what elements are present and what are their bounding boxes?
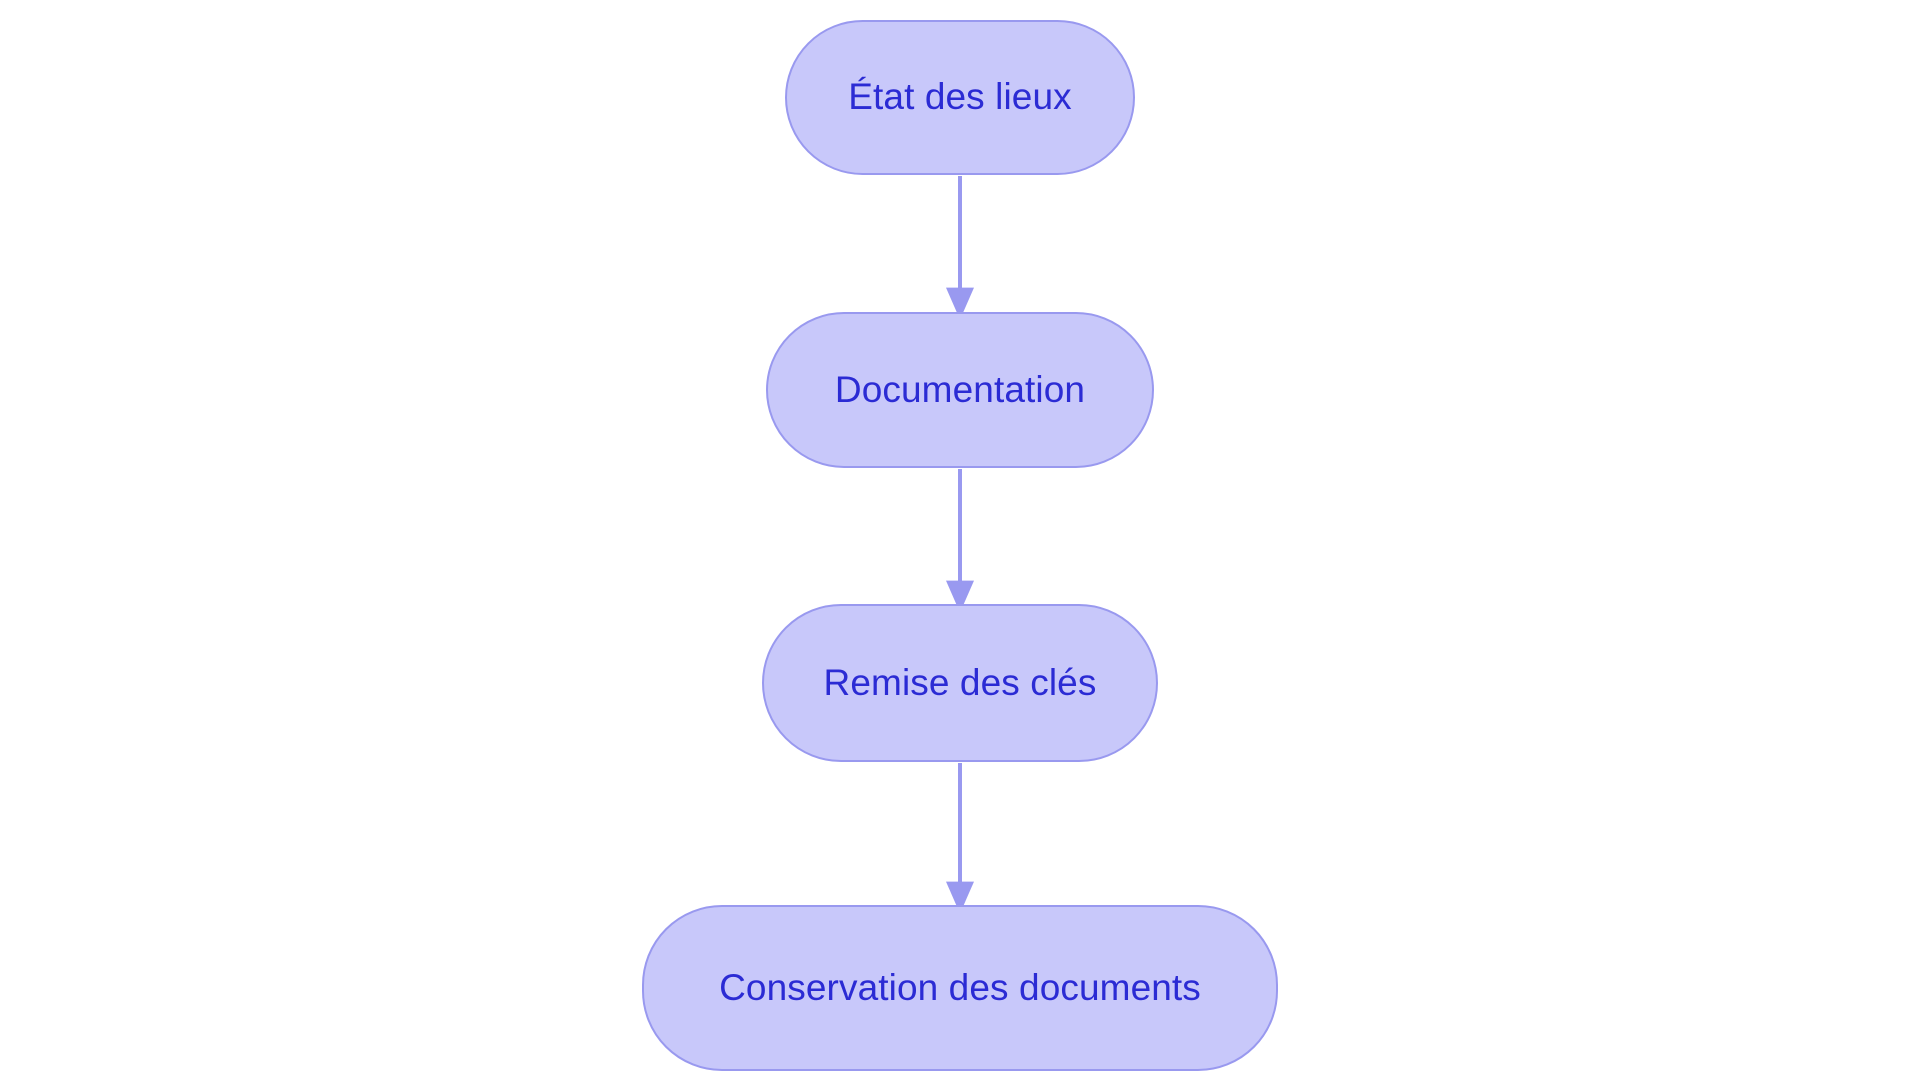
flow-node-remise-des-cles[interactable]: Remise des clés	[762, 604, 1158, 762]
flow-node-label: Remise des clés	[823, 661, 1097, 703]
flow-node-label: État des lieux	[848, 76, 1072, 118]
flow-node-conservation-des-documents[interactable]: Conservation des documents	[642, 905, 1278, 1071]
flow-node-label: Documentation	[834, 368, 1086, 410]
flow-node-label: Conservation des documents	[719, 966, 1201, 1008]
flow-node-documentation[interactable]: Documentation	[766, 312, 1154, 468]
flow-node-etat-des-lieux[interactable]: État des lieux	[785, 20, 1135, 175]
